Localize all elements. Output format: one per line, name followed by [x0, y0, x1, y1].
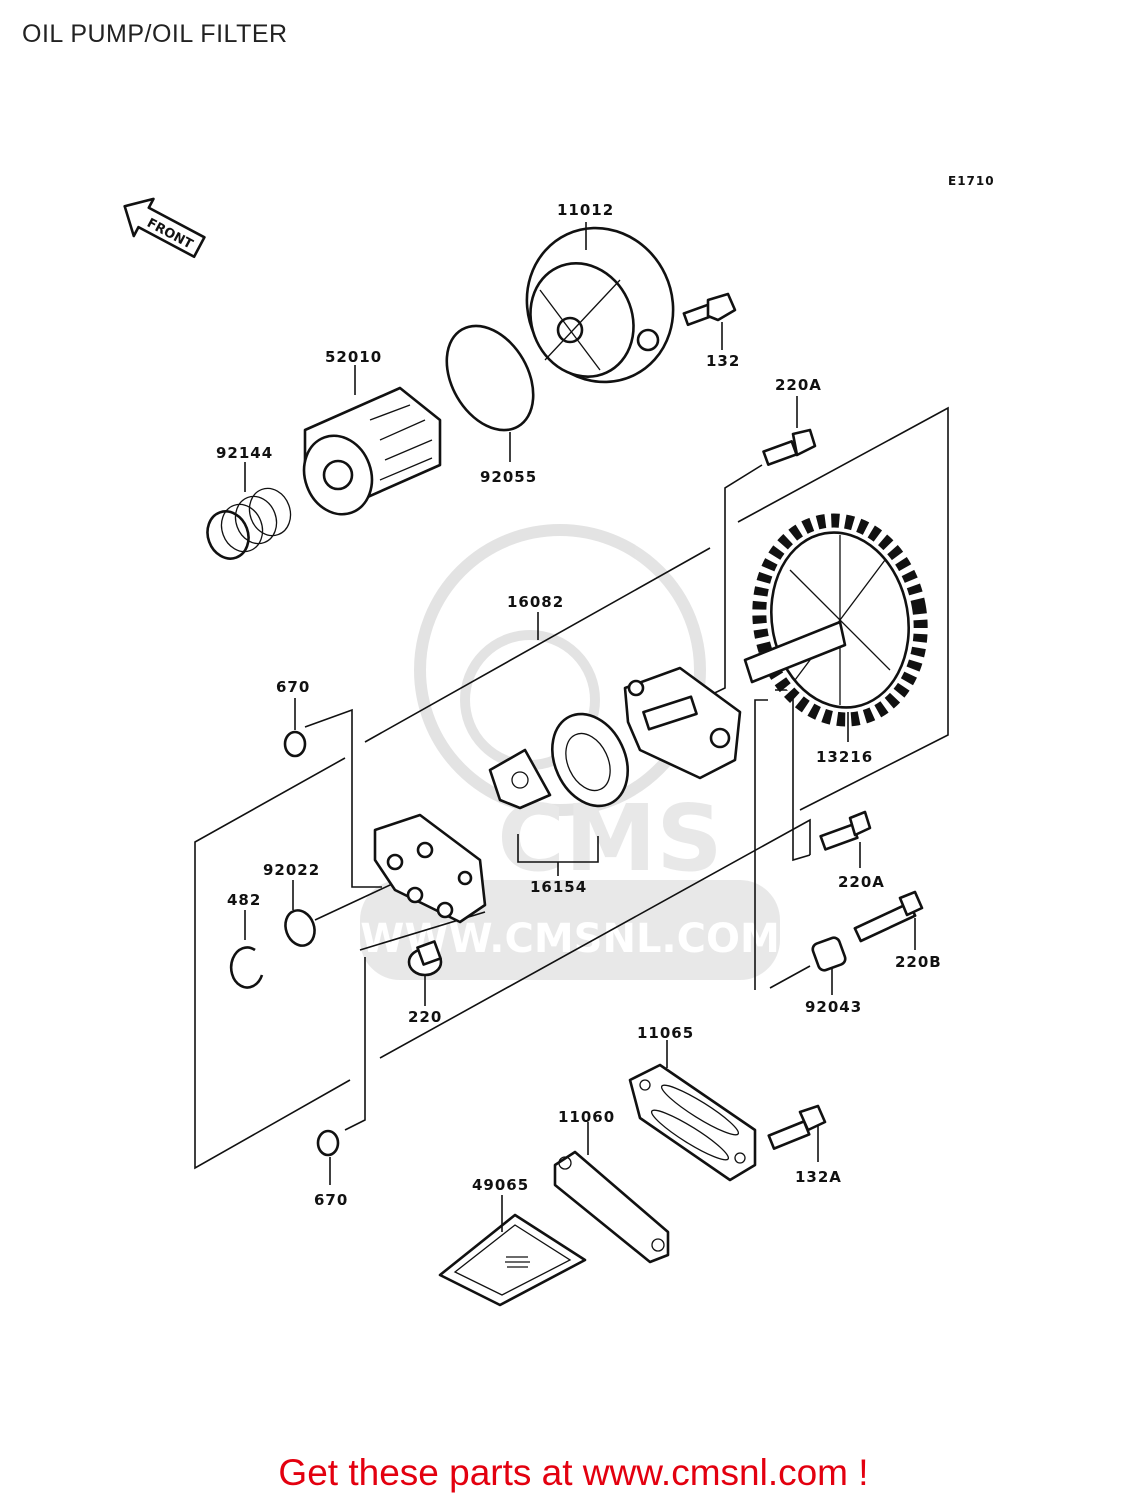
pump-plate [373, 813, 487, 924]
strainer-cover-11065 [628, 1063, 757, 1182]
bolt-220A-top [762, 428, 817, 467]
label-52010: 52010 [325, 348, 382, 366]
label-92022: 92022 [263, 861, 320, 879]
outer-rotor [551, 712, 629, 808]
bolt-220A-mid [819, 810, 872, 851]
label-220: 220 [408, 1008, 442, 1026]
bolt-220 [407, 940, 443, 977]
label-132A: 132A [795, 1168, 842, 1186]
label-92055: 92055 [480, 468, 537, 486]
label-220A-top: 220A [775, 376, 822, 394]
label-92043: 92043 [805, 998, 862, 1016]
label-220B: 220B [895, 953, 942, 971]
pump-cover-11012 [525, 226, 675, 384]
cta-link[interactable]: Get these parts at www.cmsnl.com ! [278, 1452, 869, 1493]
gasket-11060 [553, 1150, 670, 1264]
page-title: OIL PUMP/OIL FILTER [22, 20, 288, 48]
washer-92022 [284, 909, 316, 947]
pump-body [623, 666, 742, 780]
front-arrow-icon: FRONT [123, 197, 206, 259]
spring-92144 [206, 487, 292, 560]
bolt-132 [682, 292, 737, 327]
label-16154: 16154 [530, 878, 587, 896]
o-ring-670-bottom [316, 1129, 340, 1157]
o-ring-670-top [283, 730, 307, 758]
label-482: 482 [227, 891, 261, 909]
gear-13216 [743, 513, 928, 727]
label-670-top: 670 [276, 678, 310, 696]
circlip-482 [229, 946, 264, 989]
oil-strainer-49065 [438, 1213, 587, 1307]
diagram-code: E1710 [948, 174, 995, 188]
label-670-bottom: 670 [314, 1191, 348, 1209]
bolt-220B [853, 890, 924, 943]
label-16082: 16082 [507, 593, 564, 611]
label-132: 132 [706, 352, 740, 370]
label-92144: 92144 [216, 444, 273, 462]
o-ring-92055 [445, 324, 535, 432]
label-11012: 11012 [557, 201, 614, 219]
inner-rotor-16154 [488, 748, 552, 810]
label-49065: 49065 [472, 1176, 529, 1194]
bolt-132A [767, 1104, 827, 1150]
oil-filter-52010 [302, 386, 442, 516]
dowel-92043 [811, 936, 847, 972]
label-11065: 11065 [637, 1024, 694, 1042]
label-11060: 11060 [558, 1108, 615, 1126]
label-13216: 13216 [816, 748, 873, 766]
label-220A-mid: 220A [838, 873, 885, 891]
